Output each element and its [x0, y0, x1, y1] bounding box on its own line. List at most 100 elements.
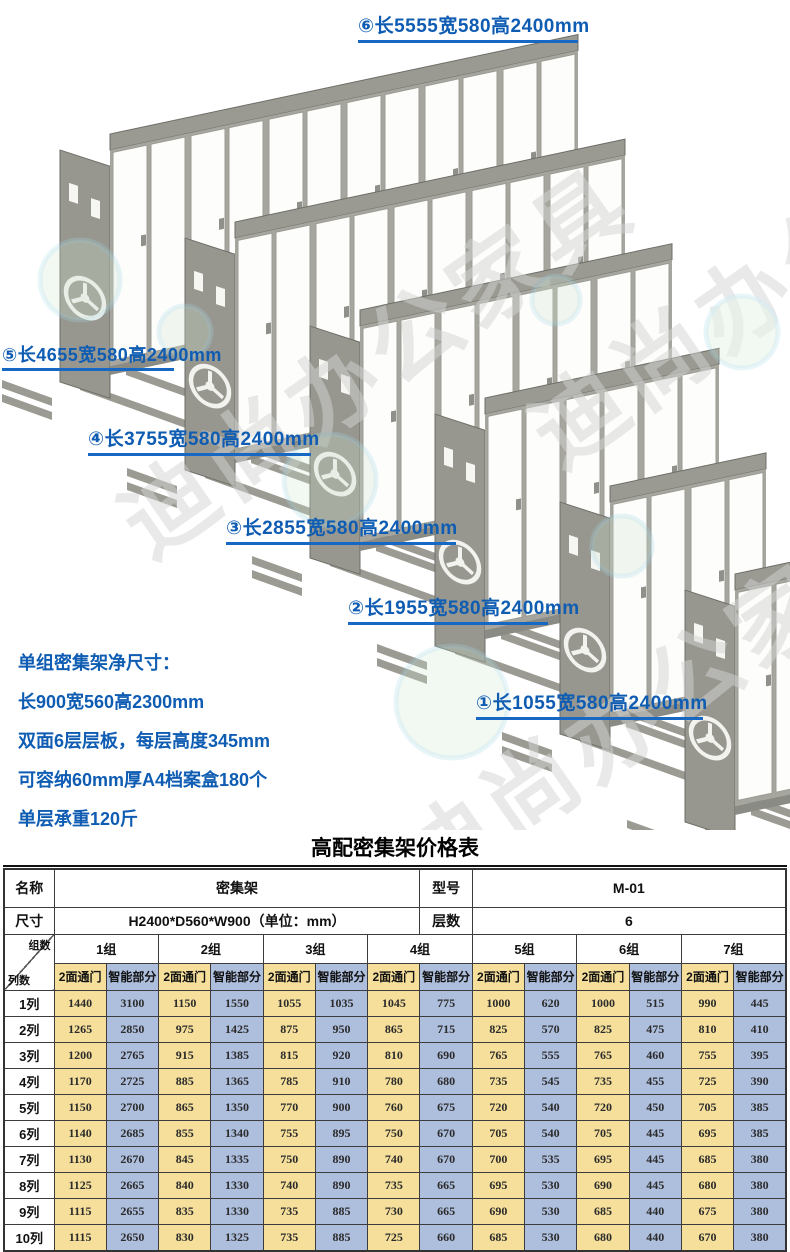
- dimension-label-4: ④长3755宽580高2400mm: [88, 429, 319, 456]
- floor-track: [627, 820, 655, 830]
- row-label: 3列: [3, 1041, 55, 1069]
- price-cell: 700: [471, 1145, 526, 1173]
- price-cell: 1340: [210, 1119, 264, 1147]
- price-cell: 720: [471, 1093, 526, 1121]
- shelving-illustration: 迪尚办公家具迪尚办公家具迪尚办公家具: [2, 33, 790, 830]
- price-cell: 380: [733, 1171, 787, 1199]
- group-header-6: 6组: [576, 933, 682, 964]
- price-cell: 1365: [210, 1067, 264, 1095]
- spec-line: 可容纳60mm厚A4档案盒180个: [18, 770, 268, 790]
- model-value: M-01: [471, 868, 787, 908]
- row-label: 2列: [3, 1015, 55, 1043]
- price-cell: 735: [262, 1197, 316, 1225]
- sub-header-smart: 智能部分: [314, 962, 369, 991]
- dimension-label-1: ①长1055宽580高2400mm: [476, 693, 707, 720]
- price-cell: 1325: [210, 1223, 264, 1251]
- price-cell: 845: [158, 1145, 212, 1173]
- group-header-4: 4组: [367, 933, 473, 964]
- group-header-7: 7组: [680, 933, 787, 964]
- price-cell: 680: [576, 1223, 630, 1251]
- price-cell: 1550: [210, 989, 264, 1017]
- size-label: 尺寸: [3, 906, 55, 935]
- row-label: 4列: [3, 1067, 55, 1095]
- price-cell: 865: [367, 1015, 421, 1043]
- door-handle: [594, 481, 599, 494]
- group-header-1: 1组: [53, 933, 160, 964]
- price-cell: 1350: [210, 1093, 264, 1121]
- group-header-3: 3组: [262, 933, 369, 964]
- sub-header-door: 2面通门: [680, 962, 735, 991]
- floor-track: [127, 482, 177, 508]
- door-handle: [469, 393, 474, 406]
- price-table-section: 高配密集架价格表 名称 密集架 型号 M-01 尺寸 H2400*D560*W9…: [3, 831, 787, 1252]
- sub-header-door: 2面通门: [53, 962, 107, 991]
- handwheel-icon: [688, 715, 732, 761]
- row-label: 5列: [3, 1093, 55, 1121]
- price-cell: 1200: [53, 1041, 107, 1069]
- price-cell: 2725: [105, 1067, 160, 1095]
- price-cell: 1440: [53, 989, 107, 1017]
- price-cell: 1385: [210, 1041, 264, 1069]
- spec-text-block: 单组密集架净尺寸： 长900宽560高2300mm 双面6层层板，每层高度345…: [18, 644, 270, 839]
- price-cell: 785: [262, 1067, 316, 1095]
- sub-header-smart: 智能部分: [628, 962, 682, 991]
- price-cell: 695: [471, 1171, 526, 1199]
- logo-swirl: [37, 237, 123, 323]
- price-cell: 830: [158, 1223, 212, 1251]
- sub-header-door: 2面通门: [576, 962, 630, 991]
- sub-header-door: 2面通门: [367, 962, 421, 991]
- cabinet-door: [237, 232, 273, 449]
- sub-header-door: 2面通门: [262, 962, 316, 991]
- handwheel-icon: [563, 627, 607, 673]
- price-cell: 730: [367, 1197, 421, 1225]
- group-header-2: 2组: [158, 933, 264, 964]
- price-cell: 1045: [367, 989, 421, 1017]
- price-cell: 715: [419, 1015, 473, 1043]
- price-cell: 875: [262, 1015, 316, 1043]
- price-cell: 460: [628, 1041, 682, 1069]
- price-cell: 2685: [105, 1119, 160, 1147]
- price-cell: 910: [314, 1067, 369, 1095]
- price-cell: 1130: [53, 1145, 107, 1173]
- price-cell: 530: [524, 1223, 578, 1251]
- price-cell: 540: [524, 1119, 578, 1147]
- price-cell: 680: [419, 1067, 473, 1095]
- row-label: 1列: [3, 989, 55, 1017]
- price-cell: 1125: [53, 1171, 107, 1199]
- floor-track: [2, 394, 52, 420]
- name-value: 密集架: [53, 868, 421, 908]
- price-cell: 735: [262, 1223, 316, 1251]
- price-table-title: 高配密集架价格表: [3, 831, 787, 867]
- door-handle: [141, 234, 146, 247]
- row-label: 10列: [3, 1223, 55, 1251]
- price-cell: 445: [628, 1145, 682, 1173]
- door-handle: [719, 569, 724, 582]
- price-cell: 2665: [105, 1171, 160, 1199]
- price-cell: 380: [733, 1223, 787, 1251]
- corner-header: 组数 列数: [3, 933, 55, 991]
- price-cell: 1265: [53, 1015, 107, 1043]
- price-cell: 1000: [471, 989, 526, 1017]
- cabinet-door: [112, 144, 148, 361]
- floor-track: [252, 570, 302, 596]
- price-cell: 770: [262, 1093, 316, 1121]
- price-cell: 1035: [314, 989, 369, 1017]
- price-cell: 735: [576, 1067, 630, 1095]
- price-cell: 410: [733, 1015, 787, 1043]
- door-handle: [766, 674, 771, 687]
- price-cell: 705: [680, 1093, 735, 1121]
- logo-swirl: [529, 273, 583, 327]
- price-cell: 755: [262, 1119, 316, 1147]
- logo-swirl: [393, 643, 511, 761]
- handwheel-icon: [188, 363, 232, 409]
- floor-track: [2, 380, 52, 406]
- size-value: H2400*D560*W900（单位：mm）: [53, 906, 421, 935]
- door-handle: [219, 217, 224, 230]
- price-table: 名称 密集架 型号 M-01 尺寸 H2400*D560*W900（单位：mm）…: [3, 868, 787, 1252]
- price-cell: 675: [680, 1197, 735, 1225]
- price-cell: 695: [576, 1145, 630, 1173]
